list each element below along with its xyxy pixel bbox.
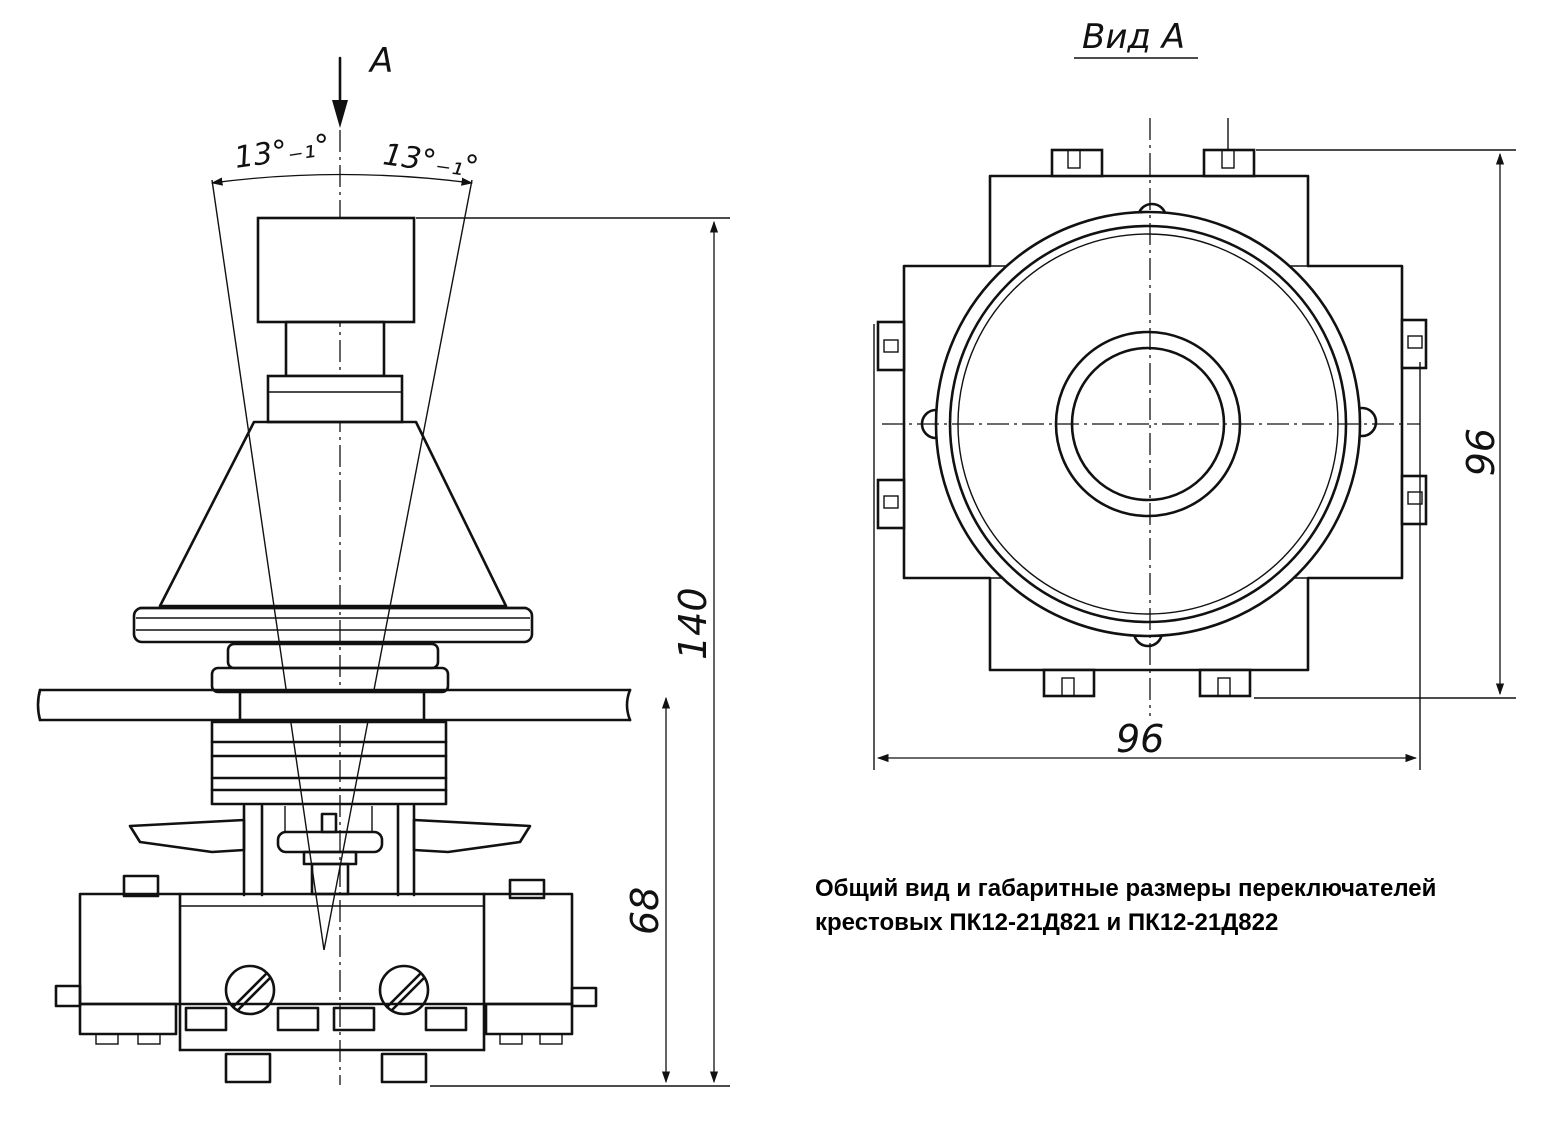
dim-96-width-label: 96 <box>1116 717 1164 761</box>
knob <box>256 216 416 324</box>
upper-nut <box>226 642 440 670</box>
dim-68-label: 68 <box>623 887 667 935</box>
right-terminals <box>1400 318 1428 526</box>
view-title: Вид А <box>1082 17 1185 57</box>
view-arrow-label: А <box>368 41 393 81</box>
terminal-screw-right <box>378 964 430 1016</box>
dimension-96-height: 96 <box>1254 149 1516 699</box>
dim-96-height-label: 96 <box>1457 428 1501 476</box>
figure-caption: Общий вид и габаритные размеры переключа… <box>815 875 1437 936</box>
view-arrow-a: А <box>332 41 393 128</box>
dimension-140: 140 <box>416 217 730 1087</box>
top-terminals <box>1050 118 1256 178</box>
threaded-body <box>210 720 448 806</box>
left-terminals <box>876 320 906 530</box>
actuator-mechanism <box>128 804 532 897</box>
switch-base <box>54 874 598 1084</box>
side-view: А 13°₋₁° 13°₋₁° <box>36 41 730 1087</box>
stem <box>284 320 386 378</box>
angle-left-label: 13°₋₁° <box>232 128 332 176</box>
collar <box>266 374 404 424</box>
rubber-boot <box>132 420 534 644</box>
top-view: Вид А <box>873 17 1516 770</box>
dimension-96-width: 96 <box>873 324 1421 770</box>
terminal-screw-left <box>224 964 276 1016</box>
bottom-terminals <box>1042 668 1252 698</box>
angle-right-label: 13°₋₁° <box>381 137 481 185</box>
mounting-panel <box>36 688 632 722</box>
dimension-68: 68 <box>623 696 671 1084</box>
dim-140-label: 140 <box>671 587 715 660</box>
